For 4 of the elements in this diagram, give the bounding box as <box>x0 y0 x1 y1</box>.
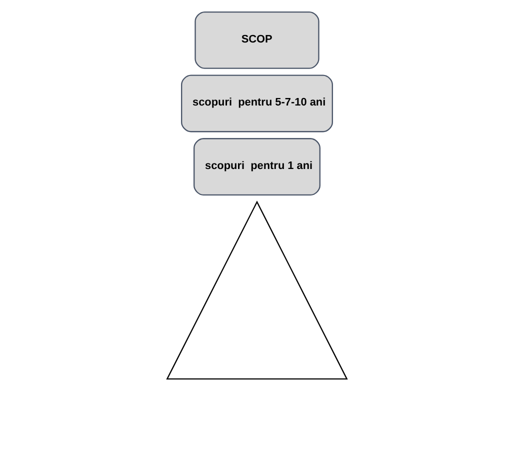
node-box: SCOP <box>194 11 320 69</box>
node-box: scopuri pentru 5-7-10 ani <box>181 74 333 132</box>
node-box: scopuri pentru 1 ani <box>194 138 320 196</box>
node-triangle <box>166 200 348 380</box>
